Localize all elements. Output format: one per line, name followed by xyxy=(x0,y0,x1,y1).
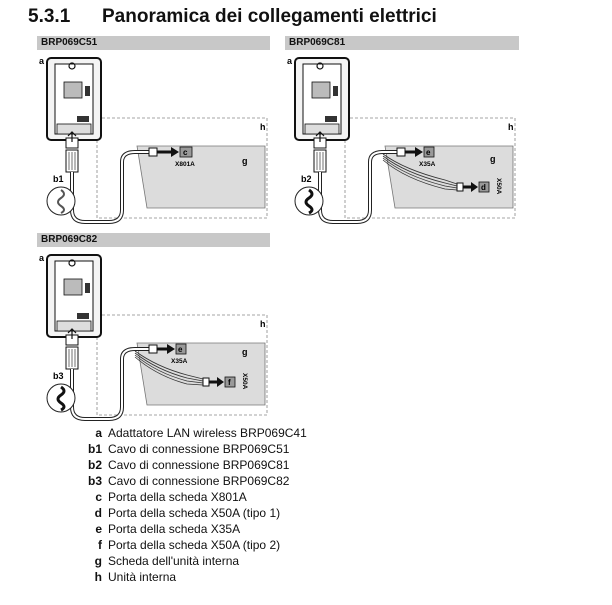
indoor-unit-outline xyxy=(96,117,268,219)
legend-item: h Unità interna xyxy=(84,569,307,585)
port-letter: f xyxy=(228,378,231,387)
wiring-diagram-brp069c81: h g a b2 e X35A d X50A xyxy=(287,56,516,224)
callout-g: g xyxy=(242,156,248,166)
cable-label: b2 xyxy=(301,174,312,184)
legend-item: b1 Cavo di connessione BRP069C51 xyxy=(84,441,307,457)
callout-a: a xyxy=(39,253,45,263)
legend-item: b2 Cavo di connessione BRP069C81 xyxy=(84,457,307,473)
port-name: X50A xyxy=(495,178,502,195)
wireless-lan-adapter xyxy=(294,57,350,141)
section-number: 5.3.1 xyxy=(28,6,71,27)
port-name: X50A xyxy=(241,373,248,390)
legend-item: e Porta della scheda X35A xyxy=(84,521,307,537)
legend-key: c xyxy=(95,490,102,504)
legend-item: a Adattatore LAN wireless BRP069C41 xyxy=(84,425,307,441)
legend-item: c Porta della scheda X801A xyxy=(84,489,307,505)
legend-text: Cavo di connessione BRP069C81 xyxy=(108,458,290,472)
legend-key: b3 xyxy=(87,474,102,488)
legend-key: d xyxy=(94,506,102,520)
legend-text: Porta della scheda X35A xyxy=(108,522,241,536)
board-port-e xyxy=(423,146,435,158)
wiring-diagram-brp069c82: h g a b3 e X35A f X50A xyxy=(39,253,268,421)
legend-text: Scheda dell'unità interna xyxy=(108,554,240,568)
wiring-diagram-brp069c51: h g a b1 c X801A xyxy=(39,56,268,224)
callout-h: h xyxy=(260,122,266,132)
legend-key: b2 xyxy=(87,458,102,472)
legend-text: Porta della scheda X801A xyxy=(108,490,247,504)
section-title: Panoramica dei collegamenti elettrici xyxy=(102,6,437,27)
port-name: X801A xyxy=(175,161,195,168)
wireless-lan-adapter xyxy=(46,57,102,141)
indoor-board xyxy=(136,145,266,209)
model-label-brp069c51: BRP069C51 xyxy=(37,36,270,50)
indoor-board xyxy=(136,342,266,406)
port-letter: e xyxy=(178,345,183,354)
legend-item: b3 Cavo di connessione BRP069C82 xyxy=(84,473,307,489)
callout-h: h xyxy=(260,319,266,329)
legend-key: e xyxy=(95,522,102,536)
model-label-brp069c82: BRP069C82 xyxy=(37,233,270,247)
legend-item: f Porta della scheda X50A (tipo 2) xyxy=(84,537,307,553)
indoor-board xyxy=(384,145,514,209)
callout-a: a xyxy=(287,56,293,66)
legend-item: g Scheda dell'unità interna xyxy=(84,553,307,569)
port-letter: e xyxy=(426,148,431,157)
legend-text: Adattatore LAN wireless BRP069C41 xyxy=(108,426,307,440)
legend-text: Unità interna xyxy=(108,570,177,584)
cable-label: b3 xyxy=(53,371,64,381)
legend-key: f xyxy=(98,538,102,552)
callout-h: h xyxy=(508,122,514,132)
board-port-f xyxy=(224,376,236,388)
callout-g: g xyxy=(490,154,496,164)
legend-key: h xyxy=(94,570,102,584)
legend-text: Cavo di connessione BRP069C82 xyxy=(108,474,290,488)
callout-g: g xyxy=(242,347,248,357)
port-name: X35A xyxy=(419,161,436,168)
legend-text: Porta della scheda X50A (tipo 2) xyxy=(108,538,281,552)
cable-label: b1 xyxy=(53,174,64,184)
legend-item: d Porta della scheda X50A (tipo 1) xyxy=(84,505,307,521)
cable-coil-icon xyxy=(46,186,76,216)
port-letter: d xyxy=(481,183,486,192)
legend-text: Porta della scheda X50A (tipo 1) xyxy=(108,506,281,520)
legend-key: a xyxy=(95,426,102,440)
callout-a: a xyxy=(39,56,45,66)
legend-text: Cavo di connessione BRP069C51 xyxy=(108,442,290,456)
indoor-unit-outline xyxy=(96,314,268,416)
board-port-e xyxy=(175,343,187,355)
cable-coil-icon xyxy=(294,186,324,216)
board-port-d xyxy=(478,181,490,193)
indoor-unit-outline xyxy=(344,117,516,219)
board-port-c xyxy=(179,146,193,158)
port-letter: c xyxy=(183,148,188,157)
legend-key: b1 xyxy=(87,442,102,456)
legend-key: g xyxy=(94,554,102,568)
cable-coil-icon xyxy=(46,383,76,413)
port-name: X35A xyxy=(171,358,188,365)
section-heading: 5.3.1 Panoramica dei collegamenti elettri… xyxy=(28,6,437,28)
wireless-lan-adapter xyxy=(46,254,102,338)
model-label-brp069c81: BRP069C81 xyxy=(285,36,519,50)
